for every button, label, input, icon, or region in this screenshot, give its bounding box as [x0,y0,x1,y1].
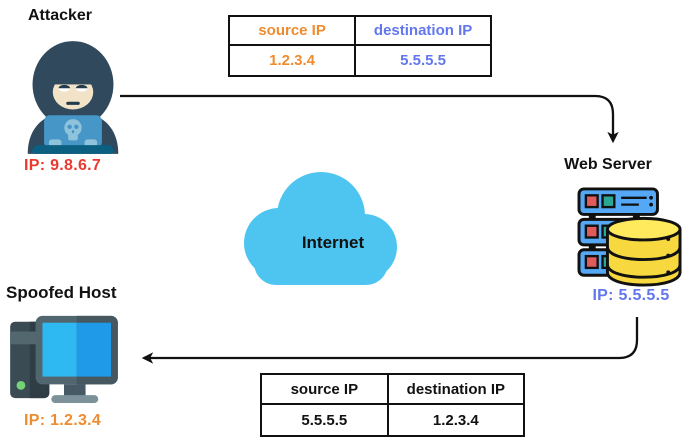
request-packet-table: source IP destination IP 1.2.3.4 5.5.5.5 [228,15,492,77]
server-database-icon [577,187,682,287]
spoofed-host-ip-label: IP: 1.2.3.4 [24,412,102,429]
spoofed-response-arrow [141,317,639,364]
request-destination-ip-header: destination IP [373,22,473,39]
response-destination-ip-header: destination IP [406,380,506,398]
attacker-ip-label: IP: 9.8.6.7 [24,157,102,174]
request-packet-header-row: source IP destination IP [230,17,490,46]
response-destination-ip-value: 1.2.3.4 [432,411,479,429]
response-packet-header-row: source IP destination IP [262,375,523,405]
attack-request-arrow [120,94,619,144]
response-source-ip-header: source IP [262,375,389,403]
desktop-computer-icon [10,315,118,403]
request-source-ip-value: 1.2.3.4 [230,46,357,75]
hacker-icon [27,41,119,154]
web-server-ip-label: IP: 5.5.5.5 [592,287,670,304]
attacker-label: Attacker [28,7,93,24]
response-packet-table: source IP destination IP 5.5.5.5 1.2.3.4 [260,373,525,437]
web-server-label: Web Server [564,156,652,173]
request-packet-value-row: 1.2.3.4 5.5.5.5 [230,46,490,75]
spoofed-host-label: Spoofed Host [6,283,117,302]
response-packet-value-row: 5.5.5.5 1.2.3.4 [262,405,523,435]
internet-label: Internet [301,233,365,252]
cloud-icon [244,172,397,285]
request-source-ip-header: source IP [230,17,357,44]
response-source-ip-value: 5.5.5.5 [262,405,389,435]
request-destination-ip-value: 5.5.5.5 [400,52,447,69]
